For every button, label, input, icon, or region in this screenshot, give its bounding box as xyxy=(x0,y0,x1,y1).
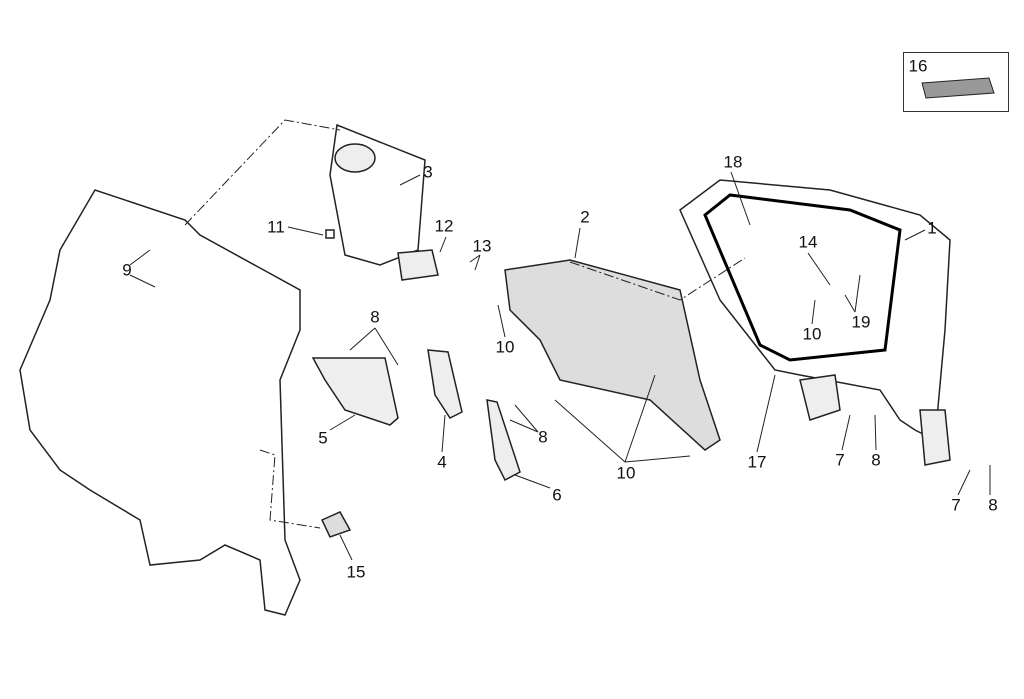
cover-part-5 xyxy=(311,357,399,426)
dash-dot-line xyxy=(184,119,746,529)
callout-13: 13 xyxy=(472,236,492,256)
callout-8: 8 xyxy=(370,307,380,327)
front-shield-part xyxy=(19,189,301,616)
pad-part-16 xyxy=(921,77,995,99)
callout-7: 7 xyxy=(951,495,961,515)
bracket-part-6 xyxy=(486,399,521,482)
part-11 xyxy=(325,229,335,239)
inset-box-part-16 xyxy=(903,52,1009,112)
callout-8: 8 xyxy=(538,427,548,447)
callout-11: 11 xyxy=(267,217,285,237)
cover-part-4 xyxy=(427,349,463,419)
callout-8: 8 xyxy=(988,495,998,515)
callout-8: 8 xyxy=(871,450,881,470)
callout-3: 3 xyxy=(423,162,433,182)
callout-19: 19 xyxy=(851,312,871,332)
callout-15: 15 xyxy=(346,562,366,582)
callout-1: 1 xyxy=(927,218,937,238)
callout-2: 2 xyxy=(580,207,590,227)
callout-6: 6 xyxy=(552,485,562,505)
callout-9: 9 xyxy=(122,260,132,280)
part-15 xyxy=(320,511,352,538)
callout-7: 7 xyxy=(835,450,845,470)
callout-14: 14 xyxy=(798,232,818,252)
callout-18: 18 xyxy=(723,152,743,172)
callout-5: 5 xyxy=(318,428,328,448)
callout-10: 10 xyxy=(616,463,636,483)
callout-16: 16 xyxy=(908,56,928,76)
leader-lines xyxy=(129,171,991,561)
callout-12: 12 xyxy=(434,216,454,236)
callout-4: 4 xyxy=(437,452,447,472)
glove-box-panel-2 xyxy=(504,259,721,451)
callout-10: 10 xyxy=(802,324,822,344)
callout-17: 17 xyxy=(747,452,767,472)
part-12 xyxy=(397,249,439,281)
callout-10: 10 xyxy=(495,337,515,357)
